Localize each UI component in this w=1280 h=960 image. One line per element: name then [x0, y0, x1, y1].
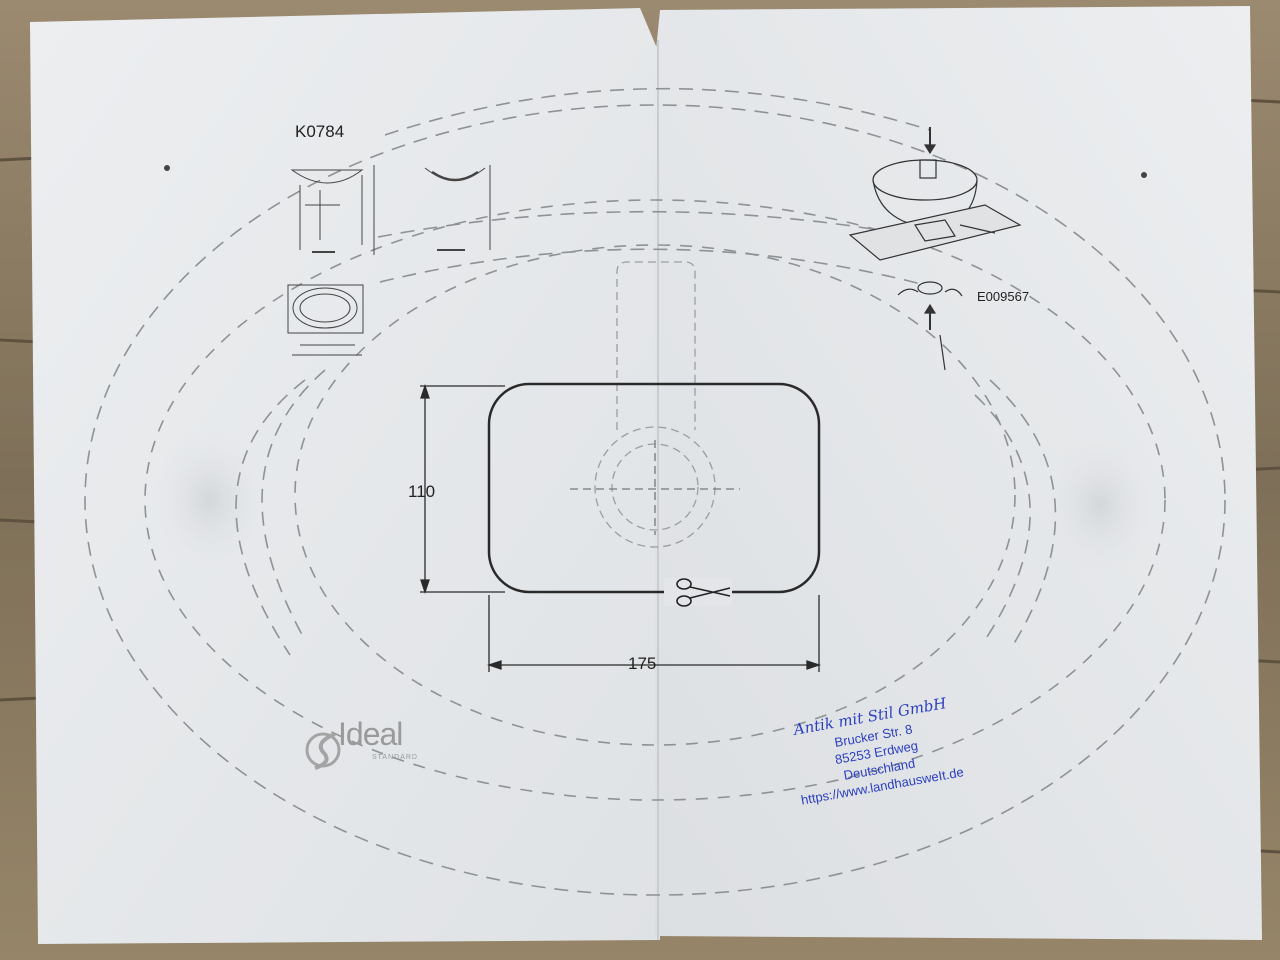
brand-logo-mark: [305, 732, 341, 770]
brand-word: Ideal: [338, 716, 403, 752]
cutout-outline: [487, 382, 821, 606]
dimension-width-label: 175: [628, 654, 657, 673]
dashed-outlines: [84, 87, 1226, 896]
paper-sheet: [30, 6, 1262, 944]
instruction-code: E009567: [977, 289, 1030, 304]
dimension-height-label: 110: [408, 482, 436, 501]
installation-illustration: [848, 127, 1022, 371]
drain-outline: [570, 261, 740, 548]
dimension-lines: [420, 383, 822, 672]
technical-drawings: [287, 165, 491, 356]
scissors-icon: [676, 578, 731, 607]
brand-sub: STANDARD: [372, 754, 418, 761]
pin-marks: [164, 165, 1147, 178]
model-code: K0784: [295, 122, 345, 141]
